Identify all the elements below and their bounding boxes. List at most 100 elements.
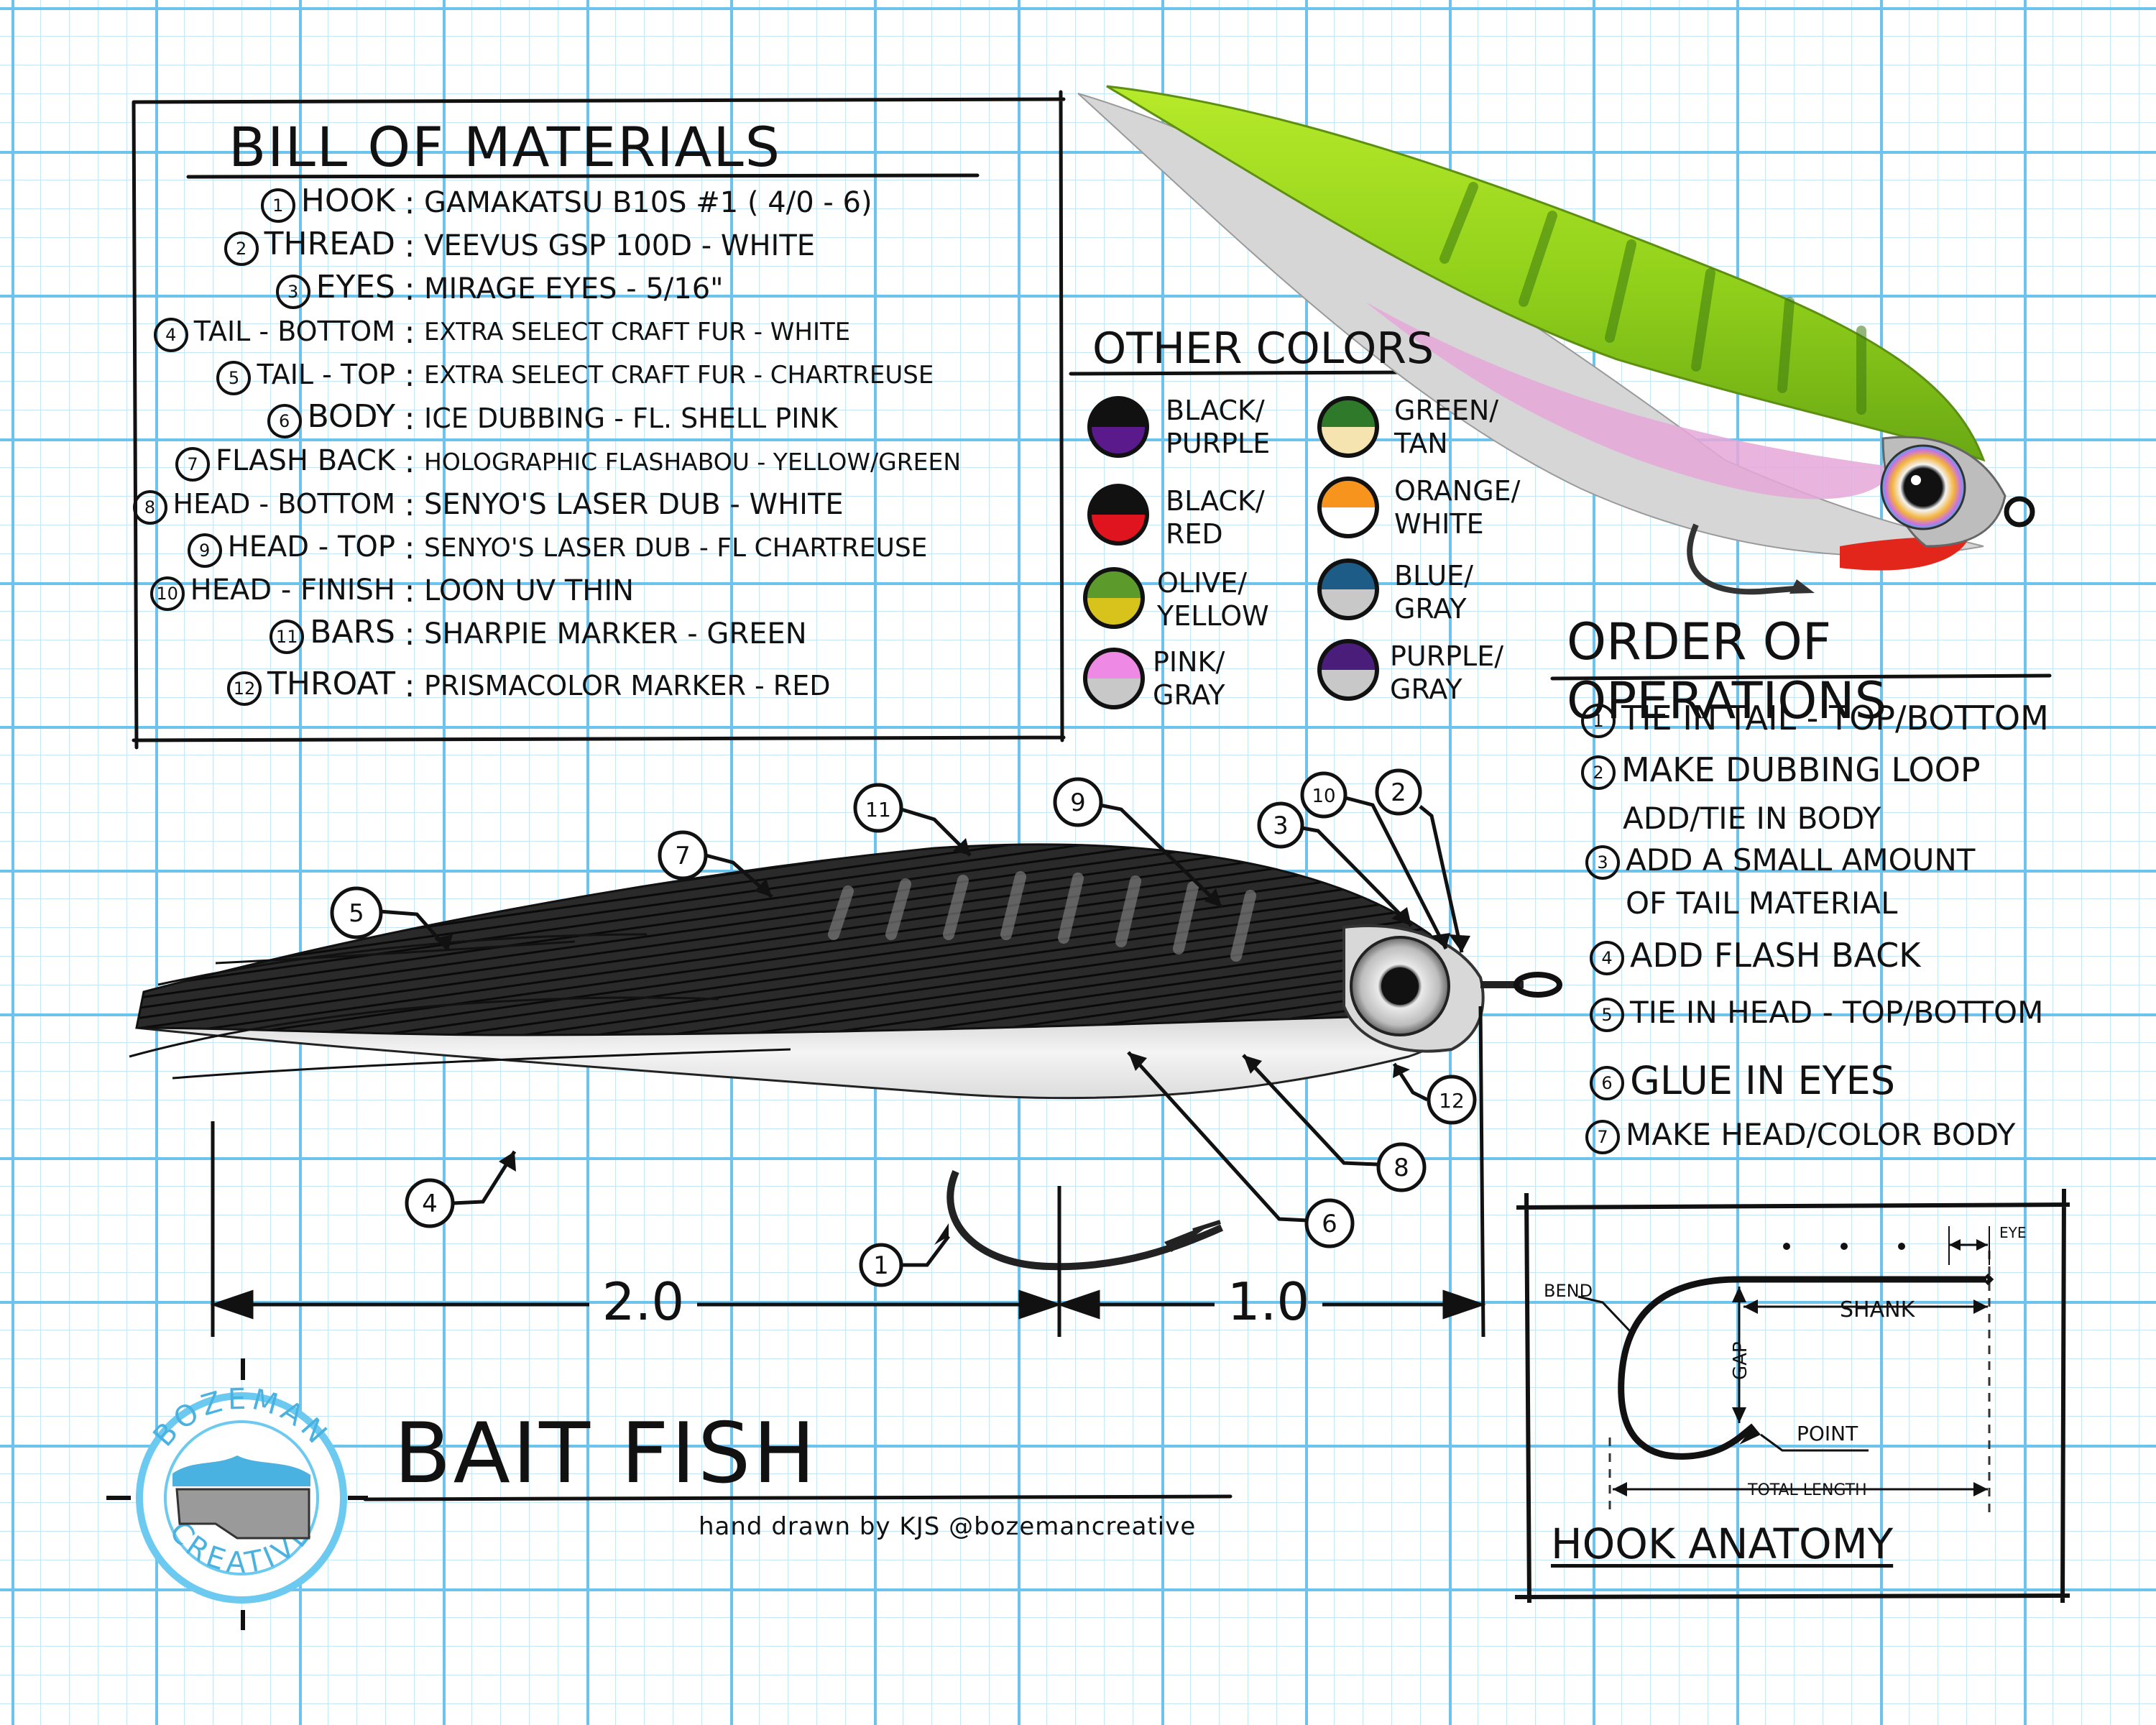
bom-number: 4 <box>153 318 188 352</box>
step-text: MAKE HEAD/COLOR BODY <box>1626 1117 2016 1152</box>
callout-leaders <box>379 796 1464 1267</box>
bom-number: 7 <box>175 447 210 482</box>
bom-material: SHARPIE MARKER - GREEN <box>424 617 807 650</box>
hook-label-eye: EYE <box>1999 1224 2027 1241</box>
bom-part: TAIL - BOTTOM <box>193 316 395 347</box>
hook-label-shank: SHANK <box>1840 1297 1916 1322</box>
color-fly-body <box>1077 85 2035 595</box>
dimension-lines <box>210 1006 1486 1338</box>
bom-part: THREAD <box>264 226 395 262</box>
bom-number: 2 <box>224 231 259 266</box>
step-number: 7 <box>1585 1119 1620 1154</box>
callout-12: 12 <box>1439 1089 1465 1113</box>
callout-11: 11 <box>865 798 891 822</box>
bom-material: VEEVUS GSP 100D - WHITE <box>424 229 816 262</box>
swatch-outline <box>1317 396 1379 458</box>
callout-numbers: 1 2 3 4 5 6 7 8 9 10 11 12 <box>349 778 1465 1280</box>
bom-number: 10 <box>149 576 185 611</box>
swatch-outline <box>1087 396 1149 458</box>
swatch-outline <box>1317 477 1379 538</box>
hook-label-bend: BEND <box>1544 1281 1593 1301</box>
montana-map-icon <box>175 1488 310 1540</box>
callout-3: 3 <box>1273 811 1289 840</box>
bom-number: 12 <box>227 671 262 706</box>
bom-material: PRISMACOLOR MARKER - RED <box>424 670 831 702</box>
swatch-label: PURPLE/GRAY <box>1390 640 1504 705</box>
bom-title-underline <box>186 173 980 179</box>
bom-part: FLASH BACK <box>215 444 395 477</box>
hook-label-gap: GAP <box>1730 1341 1751 1380</box>
bom-material: EXTRA SELECT CRAFT FUR - CHARTREUSE <box>424 361 934 390</box>
swatch-top-half <box>1319 641 1377 670</box>
swatch-label: OLIVE/YELLOW <box>1157 567 1269 632</box>
hook-label-point: POINT <box>1797 1422 1858 1445</box>
bom-material: LOON UV THIN <box>424 574 635 607</box>
swatch-bottom-half <box>1319 589 1377 618</box>
swatch-bottom-half <box>1319 427 1377 456</box>
bom-material: EXTRA SELECT CRAFT FUR - WHITE <box>424 318 851 346</box>
bom-number: 9 <box>187 533 222 568</box>
callout-8: 8 <box>1393 1154 1409 1182</box>
color-swatch-6 <box>1317 477 1379 538</box>
color-swatch-1 <box>1087 396 1149 458</box>
swatch-top-half <box>1085 650 1143 678</box>
bom-number: 8 <box>132 490 167 525</box>
credit-line: hand drawn by KJS @bozemancreative <box>699 1512 1197 1541</box>
bom-material: MIRAGE EYES - 5/16" <box>424 272 724 305</box>
step-text: TIE IN TAIL - TOP/BOTTOM <box>1621 699 2049 737</box>
swatch-top-half <box>1085 569 1143 598</box>
step-number: 2 <box>1581 755 1616 790</box>
step-number: 3 <box>1585 845 1620 880</box>
fly-sketch <box>129 843 1562 1271</box>
main-title: BAIT FISH <box>394 1405 818 1502</box>
swatch-top-half <box>1319 479 1377 507</box>
swatch-outline <box>1083 567 1145 629</box>
bom-frame <box>132 90 1066 750</box>
bom-part: HOOK <box>300 183 395 219</box>
step-number: 4 <box>1590 940 1624 975</box>
swatch-top-half <box>1319 561 1377 589</box>
bom-number: 6 <box>267 404 302 438</box>
bom-part: EYES <box>315 269 395 305</box>
bom-number: 3 <box>275 275 310 309</box>
callout-arrowheads <box>434 838 1470 1245</box>
swatch-bottom-half <box>1319 670 1377 699</box>
other-colors-title: OTHER COLORS <box>1092 323 1434 374</box>
bom-material: SENYO'S LASER DUB - FL CHARTREUSE <box>424 533 928 563</box>
bom-title: BILL OF MATERIALS <box>229 115 781 179</box>
swatch-label: BLUE/GRAY <box>1394 560 1473 625</box>
color-swatch-4 <box>1083 648 1145 709</box>
color-swatch-7 <box>1317 558 1379 620</box>
step-number: 1 <box>1581 703 1616 738</box>
order-of-operations-title: ORDER OF OPERATIONS <box>1567 612 1887 730</box>
bom-material: ICE DUBBING - FL. SHELL PINK <box>424 402 838 434</box>
hook-anatomy-title: HOOK ANATOMY <box>1551 1519 1894 1568</box>
hook-label-total-length: TOTAL LENGTH <box>1747 1481 1867 1499</box>
bom-material: SENYO'S LASER DUB - WHITE <box>424 488 844 521</box>
swatch-bottom-half <box>1319 507 1377 536</box>
swatch-outline <box>1317 558 1379 620</box>
swatch-bottom-half <box>1089 427 1147 456</box>
bom-number: 1 <box>260 188 295 223</box>
color-swatch-5 <box>1317 396 1379 458</box>
step-text: ADD FLASH BACK <box>1630 936 1921 975</box>
swatch-bottom-half <box>1089 515 1147 543</box>
color-swatch-8 <box>1317 639 1379 701</box>
step-text: ADD A SMALL AMOUNT <box>1626 842 1976 878</box>
bom-number: 5 <box>216 361 252 395</box>
